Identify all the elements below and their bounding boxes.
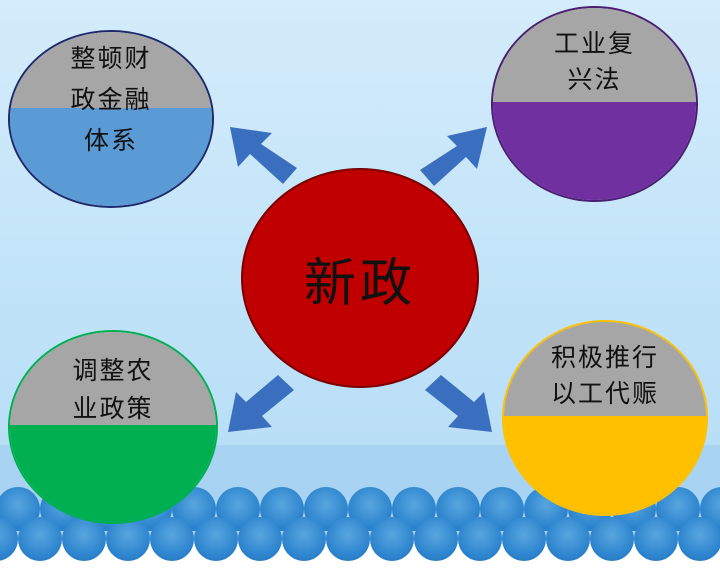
node-relief: 积极推行 以工代赈 (502, 320, 708, 516)
node-finance-line-1: 整顿财 (70, 44, 152, 73)
arrow-to-industry (420, 127, 487, 186)
center-label: 新政 (303, 253, 416, 314)
node-industry-bottom (493, 102, 696, 200)
node-relief-line-1: 积极推行 (550, 343, 659, 372)
arrow-to-relief (425, 375, 492, 432)
node-industry: 工业复 兴法 (491, 6, 698, 202)
node-agriculture: 调整农 业政策 (8, 330, 218, 524)
node-industry-line-2: 兴法 (567, 65, 622, 94)
node-finance-line-3: 体系 (83, 126, 138, 155)
node-finance-line-2: 政金融 (70, 85, 152, 114)
arrows-layer (228, 127, 492, 432)
node-agriculture-line-2: 业政策 (72, 394, 154, 423)
node-relief-label: 积极推行 以工代赈 (504, 340, 706, 412)
node-industry-label: 工业复 兴法 (493, 26, 696, 98)
node-relief-top (504, 322, 706, 420)
node-finance-bottom (10, 108, 212, 206)
node-agriculture-top (10, 332, 216, 429)
arrow-to-finance (230, 127, 297, 184)
node-relief-bottom (504, 416, 706, 514)
node-agriculture-label: 调整农 业政策 (10, 352, 216, 428)
node-industry-line-1: 工业复 (553, 29, 635, 58)
node-agriculture-line-1: 调整农 (72, 356, 154, 385)
node-industry-top (493, 8, 696, 106)
node-agriculture-bottom (10, 425, 216, 522)
node-finance-top (10, 32, 212, 112)
arrow-to-agriculture (228, 375, 294, 432)
node-relief-line-2: 以工代赈 (550, 379, 659, 408)
center-node: 新政 (241, 168, 479, 388)
node-finance-label: 整顿财 政金融 体系 (10, 38, 212, 161)
node-finance: 整顿财 政金融 体系 (8, 30, 214, 208)
